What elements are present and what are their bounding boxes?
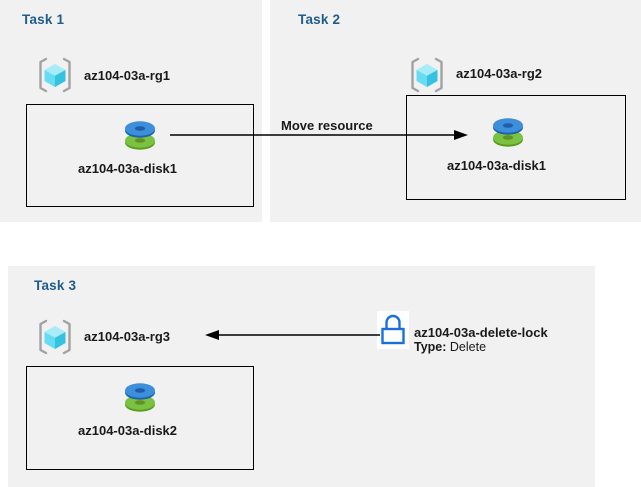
resource-group-cube-icon — [39, 57, 71, 93]
task-2-title: Task 2 — [298, 12, 341, 27]
managed-disk-icon — [125, 121, 155, 150]
lock-type-value: Delete — [449, 340, 487, 354]
resource-group-cube-icon — [411, 57, 443, 93]
disk-1-label: az104-03a-disk1 — [78, 161, 178, 176]
move-resource-label: Move resource — [281, 118, 373, 133]
lock-type-key: Type: — [414, 340, 447, 354]
resource-group-2-container — [406, 95, 626, 200]
disk-2-label: az104-03a-disk1 — [447, 158, 547, 173]
resource-group-3-label: az104-03a-rg3 — [84, 329, 170, 344]
managed-disk-icon — [493, 118, 523, 147]
resource-group-2-label: az104-03a-rg2 — [456, 66, 542, 81]
delete-lock-name-label: az104-03a-delete-lock — [414, 325, 548, 340]
disk-3-label: az104-03a-disk2 — [78, 423, 178, 438]
task-1-title: Task 1 — [22, 12, 65, 27]
resource-group-1-container — [26, 104, 254, 207]
move-resource-arrow — [170, 130, 468, 140]
task-3-title: Task 3 — [34, 278, 77, 293]
delete-lock-type-row: Type: Delete — [414, 340, 486, 354]
managed-disk-icon — [125, 383, 155, 412]
resource-group-1-label: az104-03a-rg1 — [84, 68, 170, 83]
padlock-icon — [377, 311, 409, 349]
delete-lock-arrow — [205, 330, 380, 340]
resource-group-cube-icon — [39, 319, 71, 355]
